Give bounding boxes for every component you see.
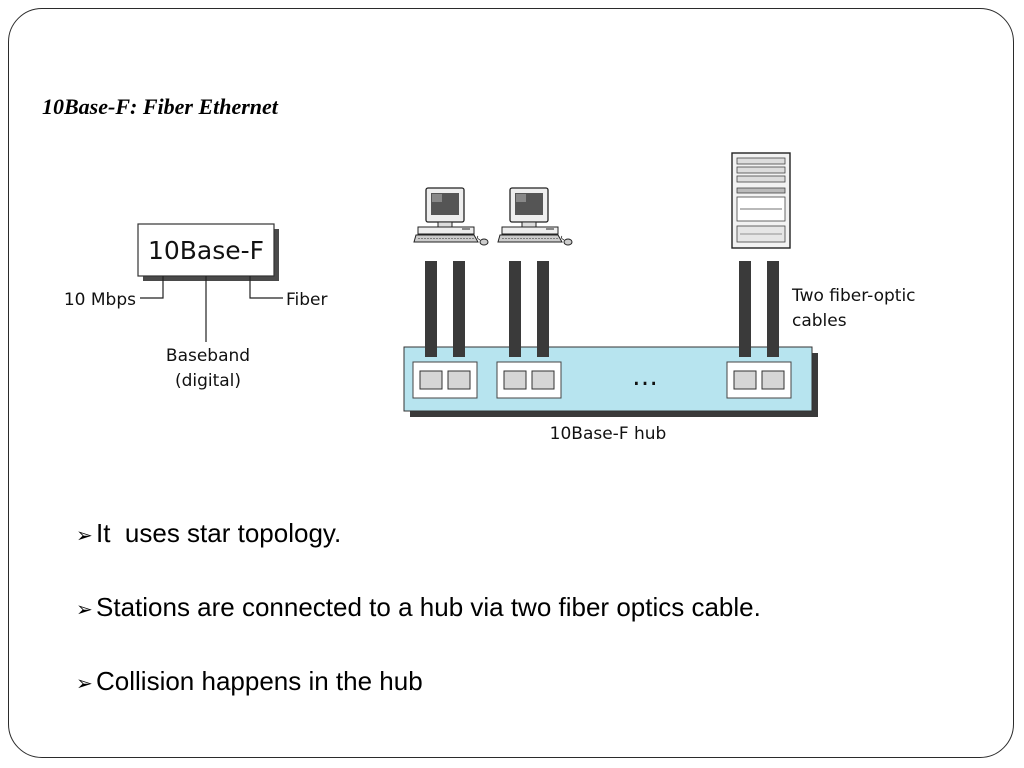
bullet-text: Collision happens in the hub (96, 666, 423, 696)
signal-label-line2: (digital) (175, 371, 241, 391)
hub-label: 10Base-F hub (550, 424, 667, 444)
fiber-cable (537, 261, 549, 357)
hub-ellipsis: … (632, 362, 658, 392)
bullet-item: ➢Stations are connected to a hub via two… (76, 590, 761, 664)
medium-label: Fiber (286, 290, 328, 310)
computer-icon (497, 187, 573, 246)
bullet-item: ➢Collision happens in the hub (76, 664, 761, 738)
naming-diagram: 10Base-F 10 Mbps Fiber Baseband (digital… (64, 223, 328, 391)
bullet-text: It uses star topology. (96, 518, 342, 548)
cable-label-line2: cables (792, 311, 847, 331)
server-icon (731, 152, 791, 249)
arrowhead-bullet-icon: ➢ (76, 525, 93, 547)
port-group (726, 361, 792, 399)
fiber-port (447, 370, 471, 390)
name-box (137, 223, 275, 277)
fiber-port (531, 370, 555, 390)
signal-label-line1: Baseband (166, 346, 250, 366)
slide-title: 10Base-F: Fiber Ethernet (42, 94, 278, 119)
computer-icon (413, 187, 489, 246)
speed-label: 10 Mbps (64, 290, 136, 310)
fiber-cable (453, 261, 465, 357)
fiber-cable (767, 261, 779, 357)
arrowhead-bullet-icon: ➢ (76, 599, 93, 621)
fiber-cable (425, 261, 437, 357)
slide-frame (8, 8, 1014, 758)
fiber-cable (509, 261, 521, 357)
fiber-cables (425, 261, 779, 357)
port-group (496, 361, 562, 399)
name-text: 10Base-F (148, 236, 264, 265)
bullet-item: ➢It uses star topology. (76, 516, 761, 590)
bullet-list: ➢It uses star topology. ➢Stations are co… (76, 516, 761, 738)
bullet-text: Stations are connected to a hub via two … (96, 592, 761, 622)
fiber-port (733, 370, 757, 390)
fiber-port (503, 370, 527, 390)
speed-connector (140, 276, 164, 299)
fiber-port (419, 370, 443, 390)
fiber-cable (739, 261, 751, 357)
topology-diagram: … 10Base-F hub (403, 152, 916, 444)
fiber-port (761, 370, 785, 390)
medium-connector (249, 276, 283, 299)
port-group (412, 361, 478, 399)
cable-label-line1: Two fiber-optic (791, 286, 916, 306)
arrowhead-bullet-icon: ➢ (76, 673, 93, 695)
